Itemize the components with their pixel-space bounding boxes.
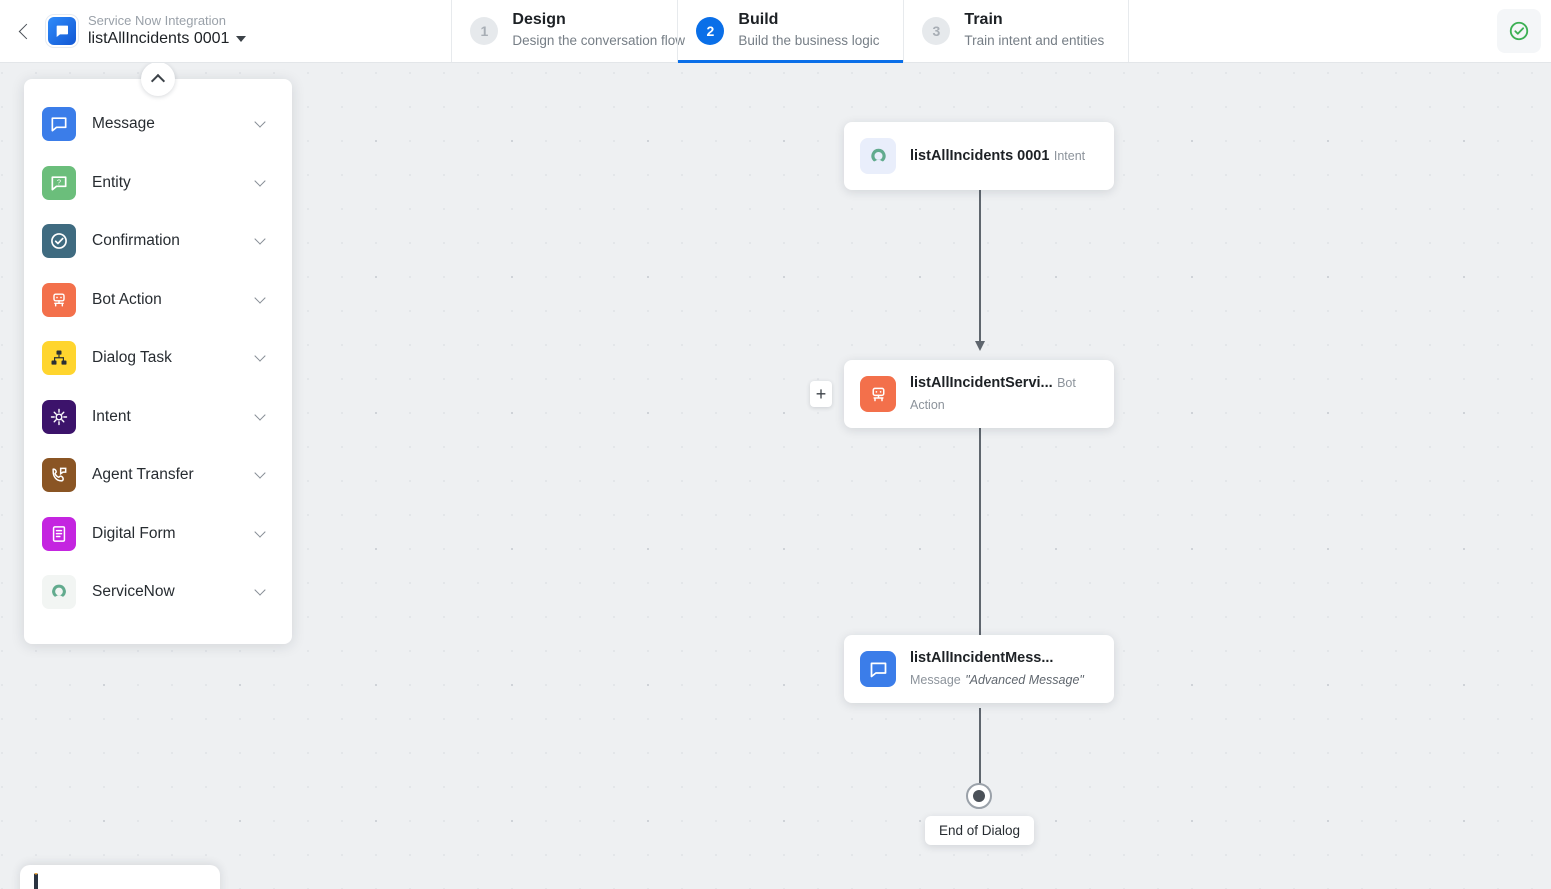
svg-text:?: ?: [57, 177, 61, 186]
panel-window-icon: [34, 873, 38, 889]
palette-item-label: Entity: [92, 173, 131, 191]
breadcrumb-parent[interactable]: Service Now Integration: [88, 12, 227, 28]
back-button[interactable]: [0, 0, 48, 62]
message-bubble-icon: [860, 651, 896, 687]
add-node-button[interactable]: +: [810, 381, 832, 407]
chevron-down-icon[interactable]: [254, 116, 266, 128]
robot-icon: [42, 282, 76, 317]
step-number: 1: [470, 17, 499, 45]
palette-item-digital-form[interactable]: Digital Form: [24, 505, 292, 564]
palette-item-message[interactable]: Message: [24, 95, 292, 154]
flow-canvas[interactable]: Message ? Entity Confirmation Bot Action: [0, 63, 1551, 889]
chevron-up-icon: [150, 73, 166, 89]
flow-node-subtitle: Intent: [1053, 149, 1086, 164]
tab-train[interactable]: 3 Train Train intent and entities: [903, 0, 1130, 62]
end-node-dot: [973, 790, 985, 802]
page-title-text: listAllIncidents 0001: [88, 30, 230, 48]
step-tabs: 1 Design Design the conversation flow 2 …: [451, 0, 1130, 63]
phone-transfer-icon: [42, 458, 76, 493]
palette-item-label: Message: [92, 115, 155, 133]
flow-node-title: listAllIncidentMess...: [910, 650, 1054, 667]
palette-item-label: Intent: [92, 407, 131, 425]
tab-title: Design: [512, 11, 566, 29]
message-bubble-icon: [42, 107, 76, 142]
tab-build[interactable]: 2 Build Build the business logic: [677, 0, 904, 63]
servicenow-glyph: [52, 584, 66, 597]
chevron-down-icon[interactable]: [254, 292, 266, 304]
flow-node-title: listAllIncidents 0001: [910, 148, 1050, 165]
sitemap-icon: [42, 341, 76, 376]
palette-item-agent-transfer[interactable]: Agent Transfer: [24, 446, 292, 505]
target-icon: [42, 399, 76, 434]
end-of-dialog-label: End of Dialog: [925, 816, 1035, 845]
validation-status-button[interactable]: [1497, 9, 1541, 53]
palette-item-servicenow[interactable]: ServiceNow: [24, 563, 292, 622]
chevron-down-icon[interactable]: [254, 175, 266, 187]
flow-node-subtitle: Message: [910, 673, 961, 687]
check-circle-icon: [42, 224, 76, 259]
palette-item-bot-action[interactable]: Bot Action: [24, 271, 292, 330]
tab-desc: Train intent and entities: [964, 33, 1105, 48]
flow-node-bot-action[interactable]: + listAllIncidentServi... Bot Action: [810, 360, 1114, 428]
palette-item-label: Bot Action: [92, 290, 162, 308]
palette-item-dialog-task[interactable]: Dialog Task: [24, 329, 292, 388]
end-of-dialog-node[interactable]: [966, 783, 992, 809]
chevron-down-icon[interactable]: [254, 584, 266, 596]
palette-item-label: Digital Form: [92, 524, 176, 542]
step-number: 3: [922, 17, 951, 45]
chevron-down-icon[interactable]: [254, 350, 266, 362]
palette-item-label: ServiceNow: [92, 583, 175, 601]
entity-question-icon: ?: [42, 165, 76, 200]
flow-node-subtitle: Bot Action: [910, 376, 1076, 412]
palette-item-label: Dialog Task: [92, 349, 172, 367]
servicenow-icon: [42, 575, 76, 610]
top-right-actions: [1497, 0, 1551, 62]
chevron-down-icon[interactable]: [254, 526, 266, 538]
caret-down-icon[interactable]: [236, 36, 247, 43]
flow-node-message[interactable]: listAllIncidentMess... Message "Advanced…: [844, 635, 1114, 703]
flow-node-title: listAllIncidentServi...: [910, 375, 1053, 392]
palette-item-confirmation[interactable]: Confirmation: [24, 212, 292, 271]
tab-title: Train: [964, 11, 1003, 29]
tab-title: Build: [738, 11, 779, 29]
node-palette: Message ? Entity Confirmation Bot Action: [24, 63, 292, 644]
palette-item-intent[interactable]: Intent: [24, 388, 292, 447]
connector-message-to-end: [972, 708, 988, 798]
palette-item-label: Confirmation: [92, 232, 180, 250]
palette-collapse-button[interactable]: [141, 63, 175, 96]
tab-design[interactable]: 1 Design Design the conversation flow: [451, 0, 685, 62]
bottom-floating-panel[interactable]: [20, 865, 220, 889]
robot-icon: [860, 376, 896, 412]
step-number: 2: [696, 17, 725, 45]
page-title: listAllIncidents 0001: [88, 29, 247, 49]
palette-item-entity[interactable]: ? Entity: [24, 154, 292, 213]
servicenow-icon: [860, 138, 896, 174]
chevron-down-icon[interactable]: [254, 233, 266, 245]
connector-botaction-to-message: [972, 427, 988, 667]
form-document-icon: [42, 516, 76, 551]
chevron-left-icon: [18, 23, 34, 39]
bot-app-icon: [48, 17, 76, 45]
check-circle-icon: [1509, 21, 1529, 41]
palette-item-label: Agent Transfer: [92, 466, 194, 484]
flow-node-extra: "Advanced Message": [965, 673, 1084, 687]
connector-intent-to-botaction: [972, 189, 988, 357]
tab-desc: Design the conversation flow: [512, 33, 686, 48]
chevron-down-icon[interactable]: [254, 409, 266, 421]
tab-desc: Build the business logic: [738, 33, 880, 48]
chevron-down-icon[interactable]: [254, 467, 266, 479]
flow-node-intent[interactable]: listAllIncidents 0001 Intent: [844, 122, 1114, 190]
top-bar: Service Now Integration listAllIncidents…: [0, 0, 1551, 63]
breadcrumb: Service Now Integration listAllIncidents…: [48, 0, 266, 62]
